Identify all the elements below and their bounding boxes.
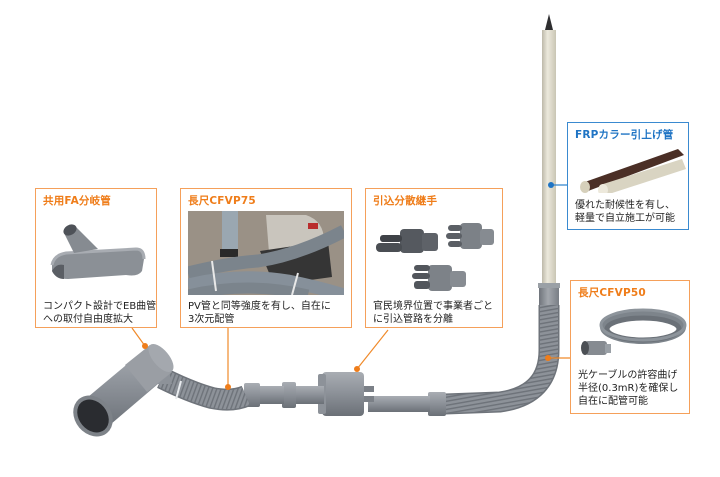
callout-title: 引込分散継手 — [373, 195, 438, 207]
callout-fa-branch: 共用FA分岐管 コンパクト設計でEB曲管 への取付自由度拡大 — [35, 188, 157, 328]
callout-cfvp75: 長尺CFVP75 PV管と同等強度を有し、自在に 3次元配管 — [180, 188, 352, 328]
callout-title: FRPカラー引上げ管 — [575, 129, 674, 141]
callout-desc-line: PV管と同等強度を有し、自在に — [188, 301, 331, 312]
callout-desc-line: コンパクト設計でEB曲管 — [43, 301, 157, 312]
t-branch-pipe — [73, 343, 174, 437]
callout-frp-riser: FRPカラー引上げ管 優れた耐候性を有し、 軽量で自立施工が可能 — [567, 122, 689, 230]
callout-desc-line: への取付自由度拡大 — [43, 314, 133, 325]
dispersion-joint-body — [318, 372, 364, 416]
frp-riser-pipe — [538, 14, 560, 307]
callout-desc-line: 光ケーブルの許容曲げ — [578, 370, 678, 381]
callout-desc-line: 半径(0.3mR)を確保し — [578, 383, 679, 394]
y-branch-pipe-image — [50, 224, 146, 279]
callout-cfvp50: 長尺CFVP50 光ケーブルの許容曲げ 半径(0.3mR)を確保し 自在に配管可… — [570, 280, 690, 414]
callout-title: 共用FA分岐管 — [43, 195, 111, 207]
frp-pipes-image — [580, 149, 686, 193]
cfvp75-installation-photo — [188, 211, 344, 295]
callout-desc-line: 軽量で自立施工が可能 — [575, 213, 675, 224]
dispersion-joints-image — [376, 223, 494, 291]
callout-desc-line: 優れた耐候性を有し、 — [575, 200, 675, 211]
callout-dispersion-joint: 引込分散継手 官民境界位置で事業者ごと に引込管路を分離 — [365, 188, 503, 328]
callout-title: 長尺CFVP75 — [188, 195, 256, 207]
callout-desc-line: 官民境界位置で事業者ごと — [373, 301, 493, 312]
callout-desc-line: に引込管路を分離 — [373, 314, 453, 325]
callout-desc-line: 自在に配管可能 — [578, 396, 648, 407]
cfvp50-coil-image — [581, 308, 687, 355]
callout-desc-line: 3次元配管 — [188, 314, 235, 325]
callout-title: 長尺CFVP50 — [578, 287, 646, 299]
